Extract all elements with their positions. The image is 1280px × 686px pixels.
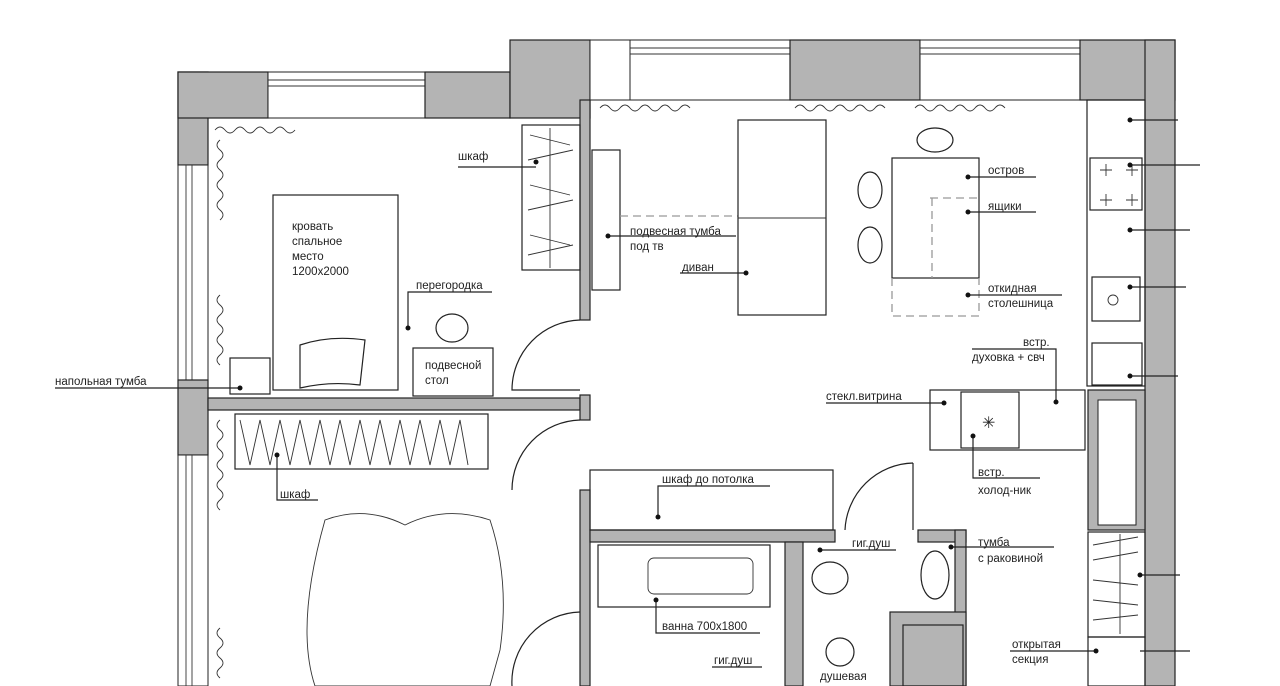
- window-left-2: [177, 454, 209, 686]
- label-shower: душевая: [820, 671, 867, 683]
- desk: [412, 347, 494, 397]
- label-open-1: открытая: [1012, 639, 1061, 651]
- pillow: [299, 337, 366, 389]
- wall-bath-top: [589, 529, 836, 543]
- label-fridge-1: встр.: [978, 467, 1005, 479]
- label-ceiling-wardrobe: шкаф до потолка: [662, 474, 755, 486]
- wall-top-mid: [789, 39, 921, 101]
- label-hyg-shower-2: гиг.душ: [714, 655, 752, 667]
- washbasin: [920, 550, 950, 600]
- hob: [1089, 157, 1143, 211]
- label-oven-2: духовка + свч: [972, 352, 1045, 364]
- label-bed-2: спальное: [292, 236, 342, 248]
- wall-corner: [509, 39, 591, 119]
- wardrobe-top: [521, 124, 581, 271]
- label-bath: ванна 700х1800: [662, 621, 747, 633]
- dishwasher: [1091, 342, 1143, 386]
- fridge: [960, 391, 1020, 449]
- label-drawers: ящики: [988, 201, 1022, 213]
- label-fold-1: откидная: [988, 283, 1037, 295]
- label-wardrobe-top: шкаф: [458, 151, 488, 163]
- label-hyg-shower-1: гиг.душ: [852, 538, 890, 550]
- kitchen-lower: [929, 389, 1086, 451]
- label-tv-unit-1: подвесная тумба: [630, 226, 721, 238]
- label-oven-1: встр.: [1023, 337, 1050, 349]
- label-island: остров: [988, 165, 1024, 177]
- svg-text:✳: ✳: [982, 415, 995, 432]
- label-fold-2: столешница: [988, 298, 1054, 310]
- desk-chair: [435, 313, 469, 343]
- wardrobe-bottom: [234, 413, 489, 470]
- washing-machine: [902, 624, 964, 686]
- label-tv-unit-2: под тв: [630, 241, 664, 253]
- leaders: [55, 117, 1200, 668]
- window-bedroom: [267, 71, 426, 119]
- label-fridge-2: холод-ник: [978, 485, 1032, 497]
- label-sink-unit-2: с раковиной: [978, 553, 1043, 565]
- labels: шкаф кровать спальное место 1200х2000 пе…: [55, 151, 1061, 683]
- wall-left-mid: [177, 379, 209, 456]
- label-desk-1: подвесной: [425, 360, 481, 372]
- bed: [272, 194, 399, 391]
- sofa: [737, 119, 827, 316]
- bathtub: [597, 544, 771, 608]
- doors: [511, 319, 914, 686]
- wall-right: [1144, 39, 1176, 686]
- label-bed-4: 1200х2000: [292, 266, 349, 278]
- label-desk-2: стол: [425, 375, 449, 387]
- window-living-2: [919, 39, 1081, 101]
- wall-bedroom-living: [579, 99, 591, 321]
- island: [891, 157, 980, 279]
- label-sink-unit-1: тумба: [978, 537, 1010, 549]
- bed-with-blanket: [306, 513, 504, 686]
- label-showcase: стекл.витрина: [826, 391, 902, 403]
- label-wardrobe-bottom: шкаф: [280, 489, 310, 501]
- label-bed-1: кровать: [292, 221, 333, 233]
- open-section: [1087, 636, 1146, 686]
- label-bed-3: место: [292, 251, 324, 263]
- kitchen-counter: [1086, 99, 1146, 387]
- label-partition: перегородка: [416, 280, 483, 292]
- window-left-1: [177, 164, 209, 381]
- shower-drain: [825, 637, 855, 667]
- label-floor-unit: напольная тумба: [55, 376, 147, 388]
- window-living-1: [629, 39, 791, 101]
- label-open-2: секция: [1012, 654, 1048, 666]
- label-sofa: диван: [682, 262, 714, 274]
- partition-wall: [207, 397, 581, 411]
- furniture: ✳: [214, 99, 1146, 686]
- tv-unit: [591, 149, 621, 291]
- ceiling-wardrobe: [589, 469, 834, 531]
- sink: [1091, 276, 1141, 322]
- wall-top-bedroom-a: [177, 71, 269, 119]
- walls: [177, 39, 1176, 686]
- wall-top-bedroom-b: [424, 71, 511, 119]
- floor-unit: [229, 357, 271, 395]
- toilet: [811, 561, 849, 595]
